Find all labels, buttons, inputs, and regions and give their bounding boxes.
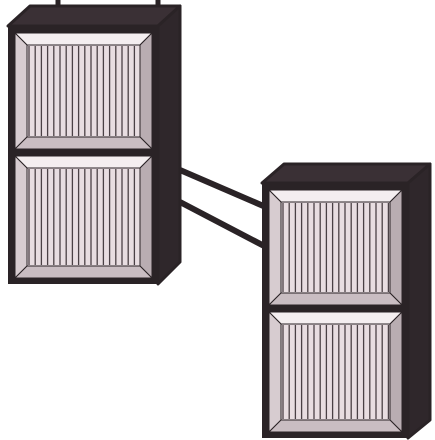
cabinet-top-face: [260, 162, 432, 185]
lower-panel: [13, 154, 154, 280]
cabinet-top-face: [6, 4, 182, 28]
upper-panel-slats: [28, 46, 136, 136]
cabinet-side-face: [156, 4, 182, 286]
cabinet-side-face: [406, 162, 432, 440]
upper-panel-slats: [282, 203, 390, 292]
upper-panel: [13, 31, 154, 151]
lower-panel-slats: [28, 169, 136, 265]
lower-panel: [267, 310, 404, 434]
left-cabinet: [6, 4, 182, 286]
connecting-cables: [178, 167, 270, 251]
lower-panel-slats: [282, 325, 390, 419]
right-cabinet: [260, 162, 432, 440]
upper-panel: [267, 188, 404, 307]
